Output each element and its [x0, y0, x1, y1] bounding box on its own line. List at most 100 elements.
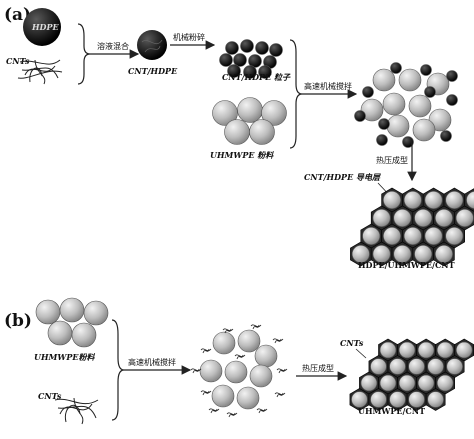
compact-a-cell-core: [424, 227, 443, 245]
dark-particle: [240, 39, 254, 53]
compact-a-cell-core: [393, 245, 412, 263]
dark-particle: [440, 130, 452, 142]
compact-b-cell-core: [379, 374, 397, 392]
hdpe-ball-label: HDPE: [31, 22, 60, 32]
cnt-fragment: [190, 368, 202, 374]
compact-b-cell-core: [446, 358, 463, 375]
compact-b-cell-core: [389, 391, 406, 408]
cnts-label-b: CNTs: [38, 391, 62, 401]
cnt-fragment: [200, 348, 212, 354]
step-hot-press-a: 热压成型: [376, 155, 408, 165]
dark-particle: [243, 65, 257, 79]
cnts-label-a: CNTs: [6, 56, 30, 66]
cnt-fragment: [256, 408, 268, 414]
compact-a-cell-core: [445, 191, 464, 209]
compact-a-cell-core: [372, 245, 391, 263]
uhmwpe-particle: [386, 114, 410, 138]
uhmwpe-particle: [360, 98, 384, 122]
uhmwpe-particle: [398, 68, 422, 92]
compact-a-cell-core: [403, 227, 422, 245]
compact-b-cell-core: [427, 391, 444, 408]
compact-b-cell-core: [370, 391, 387, 408]
conductive-layer-label: CNT/HDPE 导电层: [304, 172, 381, 182]
uhmwpe-particle: [71, 322, 97, 348]
dark-particle: [225, 41, 239, 55]
uhmwpe-cnt-compact: [349, 338, 474, 411]
uhmwpe-particle: [249, 364, 273, 388]
compact-a-cell-core: [351, 245, 370, 263]
cnt-hdpe-label: CNT/HDPE: [128, 66, 178, 76]
compact-b-cell-core: [408, 358, 425, 375]
dark-particle: [402, 136, 414, 148]
product-label-b: UHMWPE/CNT: [358, 406, 425, 416]
uhmwpe-particle: [254, 344, 278, 368]
dark-particle: [227, 64, 241, 78]
mixture-a: [354, 62, 458, 148]
uhmwpe-particle: [237, 329, 261, 353]
compact-b-cell-core: [427, 358, 444, 375]
cnt-fragment: [200, 390, 212, 396]
cnt-hdpe-ball: [137, 30, 167, 60]
dark-particle: [269, 43, 283, 57]
cnt-hdpe-texture: [141, 39, 163, 53]
dark-particle: [420, 64, 432, 76]
compact-a-cell-core: [414, 245, 433, 263]
compact-a-cell-core: [455, 209, 474, 227]
dark-particle: [255, 41, 269, 55]
compact-b-cell-core: [379, 341, 397, 359]
compact-a-cell-core: [466, 191, 474, 209]
cnt-fragment: [222, 328, 234, 334]
compact-b-cell-core: [398, 341, 416, 359]
compact-b-cell-core: [389, 358, 406, 375]
compact-a-cell-core: [362, 227, 381, 245]
bracket-b: [111, 319, 125, 421]
uhmwpe-powder-a: [212, 97, 287, 145]
compact-a-cell-core: [393, 209, 412, 227]
compact-a-cell-core: [383, 191, 401, 209]
compact-b-cell-core: [360, 374, 378, 392]
uhmwpe-powder-b: [35, 297, 109, 348]
dark-particle: [376, 134, 388, 146]
compact-a-cell-core: [372, 209, 391, 227]
dark-particle: [446, 94, 458, 106]
compact-a-cell-core: [445, 227, 464, 245]
uhmwpe-particle: [249, 119, 275, 145]
cnt-fragment: [208, 408, 220, 414]
step-mech-crush: 机械粉碎: [173, 32, 205, 42]
step-solution-mix: 溶液混合: [97, 41, 129, 51]
cnt-fragment: [272, 338, 284, 344]
hdpe-uhmwpe-cnt-compact: [350, 187, 474, 267]
compact-a-cell-core: [424, 191, 443, 209]
uhmwpe-particle: [212, 331, 236, 355]
dark-particle: [390, 62, 402, 74]
cnt-fragment: [226, 412, 238, 418]
bracket-a1: [77, 23, 91, 85]
uhmwpe-particle: [47, 320, 73, 346]
cnt-fragment: [276, 368, 288, 374]
uhmwpe-particle: [236, 386, 260, 410]
uhmwpe-particle: [412, 118, 436, 142]
uhmwpe-particle: [237, 97, 263, 123]
cnts-coating-pointer: [355, 348, 367, 359]
panel-b-label: (b): [4, 311, 32, 331]
uhmwpe-particle: [382, 92, 406, 116]
cnt-tangle-a: [17, 59, 63, 85]
cnt-tangle-b: [54, 397, 99, 425]
compact-b-cell-core: [455, 341, 473, 359]
uhmwpe-particle: [211, 384, 235, 408]
compact-a-cell-core: [383, 227, 401, 245]
compact-a-cell-core: [435, 245, 453, 263]
compact-b-cell-core: [417, 341, 435, 359]
compact-b-cell-core: [417, 374, 435, 392]
panel-a-label: (a): [4, 5, 31, 25]
cnt-fragment: [234, 354, 246, 360]
bracket-a2: [289, 39, 303, 149]
uhmwpe-particle: [224, 360, 248, 384]
dark-particle: [233, 53, 247, 67]
uhmwpe-particle: [372, 68, 396, 92]
cnt-hdpe-particles-label: CNT/HDPE 粒子: [222, 72, 291, 82]
uhmwpe-particle: [408, 94, 432, 118]
uhmwpe-particle: [224, 119, 250, 145]
compact-a-cell-core: [414, 209, 433, 227]
